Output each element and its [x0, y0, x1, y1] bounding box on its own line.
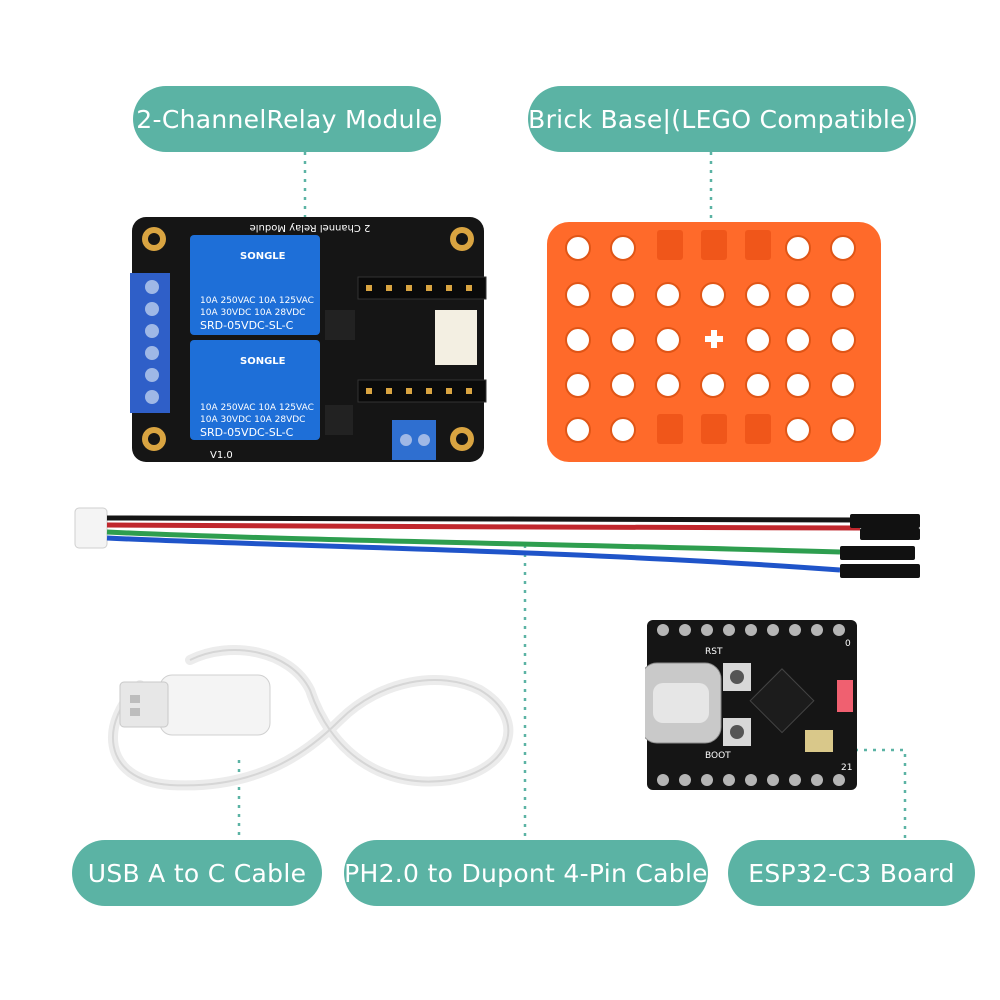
ph-cable-image	[74, 507, 920, 578]
leader-esp	[855, 748, 907, 840]
relay1-rating-2: 10A 30VDC 10A 28VDC	[200, 308, 305, 318]
relay-silkscreen-title: 2 Channel Relay Module	[250, 222, 371, 233]
esp32-board-image: BOOT RST 0 21	[645, 620, 857, 790]
esp-label-rst: RST	[705, 647, 723, 657]
esp-board-label: ESP32-C3 Board	[728, 840, 975, 906]
esp-label-boot: BOOT	[705, 751, 731, 761]
relay-version: V1.0	[210, 450, 233, 461]
relay1-brand: SONGLE	[240, 251, 286, 262]
usb-cable-label: USB A to C Cable	[72, 840, 322, 906]
esp-label-0: 0	[845, 639, 851, 649]
relay-module-label: 2-ChannelRelay Module	[133, 86, 441, 152]
relay1-model: SRD-05VDC-SL-C	[200, 319, 294, 332]
relay2-rating-2: 10A 30VDC 10A 28VDC	[200, 415, 305, 425]
brick-base-label: Brick Base|(LEGO Compatible)	[528, 86, 916, 152]
relay2-brand: SONGLE	[240, 356, 286, 367]
esp-label-21: 21	[841, 763, 852, 773]
relay1-rating-1: 10A 250VAC 10A 125VAC	[200, 296, 314, 306]
relay2-model: SRD-05VDC-SL-C	[200, 426, 294, 439]
ph-cable-label: PH2.0 to Dupont 4-Pin Cable	[344, 840, 708, 906]
relay-module-image: 2 Channel Relay Module SONGLE 10A 250VAC…	[130, 217, 487, 462]
brick-base-image	[547, 222, 881, 462]
usb-cable-image	[107, 645, 514, 791]
relay2-rating-1: 10A 250VAC 10A 125VAC	[200, 403, 314, 413]
